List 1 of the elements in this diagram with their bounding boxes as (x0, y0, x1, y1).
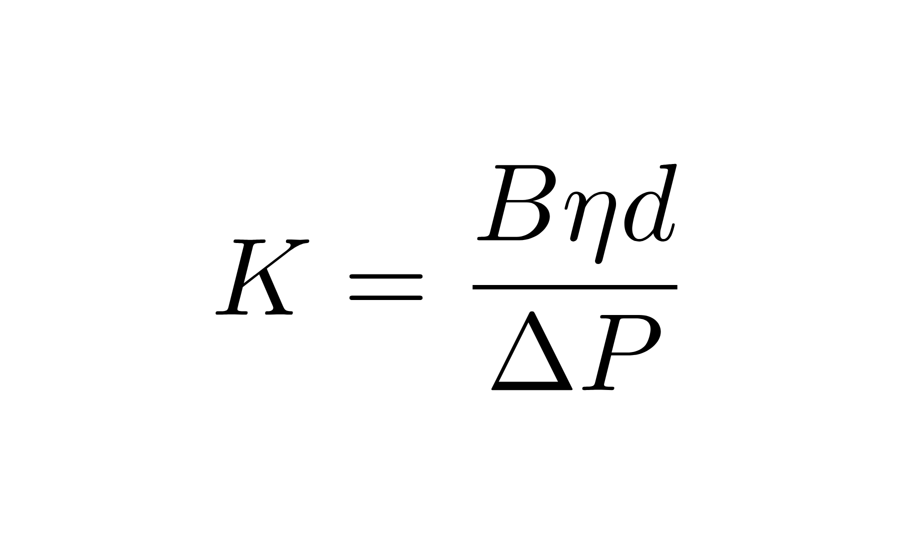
formula: $K=\frac{B\eta d}{\Delta P}$ (216, 164, 678, 390)
